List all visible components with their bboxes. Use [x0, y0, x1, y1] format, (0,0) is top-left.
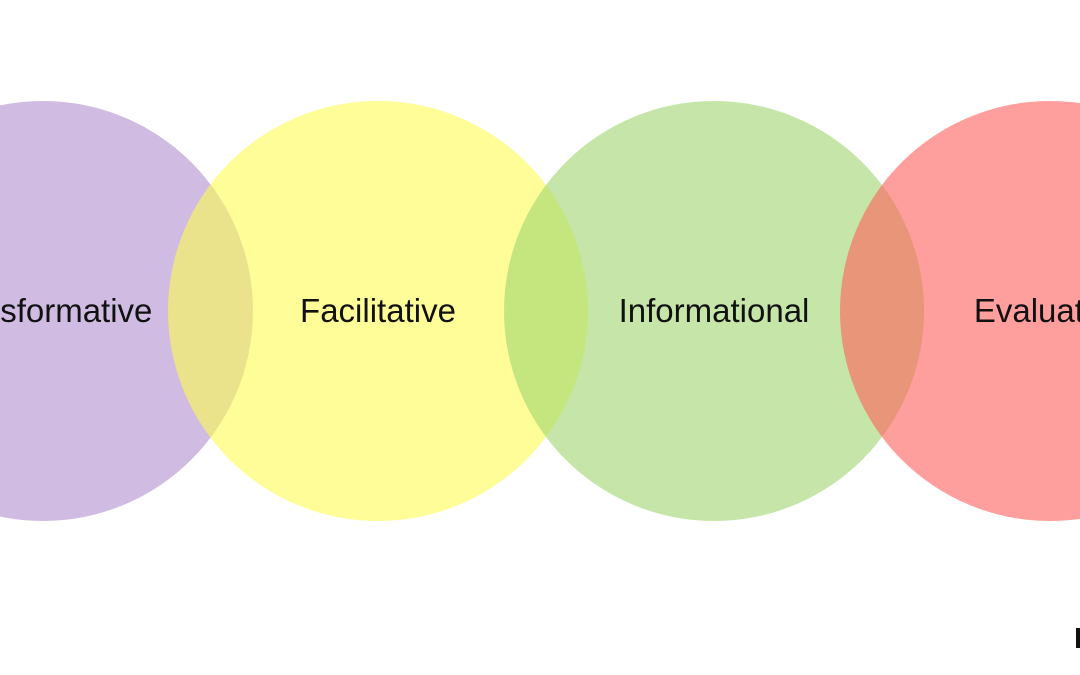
- facilitative-circle: [168, 101, 588, 521]
- informational-circle: [504, 101, 924, 521]
- evaluative-label: Evaluative: [974, 292, 1080, 329]
- edge-mark: [1076, 628, 1080, 648]
- evaluative-circle: [840, 101, 1080, 521]
- transformative-circle: [0, 101, 253, 521]
- informational-label: Informational: [619, 292, 810, 329]
- facilitative-label: Facilitative: [300, 292, 456, 329]
- transformative-label: Transformative: [0, 292, 152, 329]
